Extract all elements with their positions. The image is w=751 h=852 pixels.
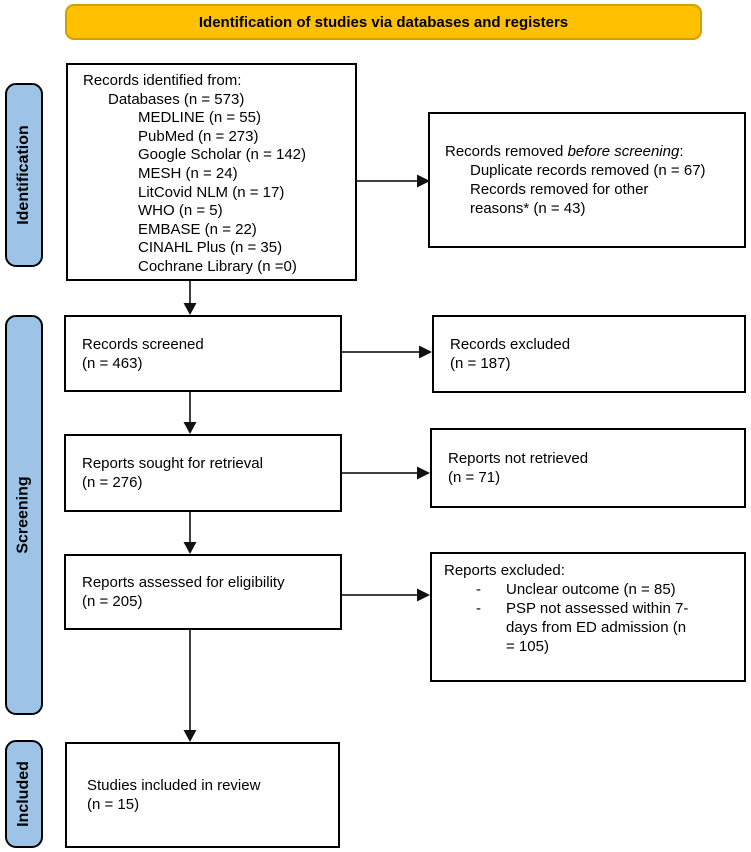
reports-excluded-item: - Unclear outcome (n = 85) [476, 580, 738, 599]
arrow-sought-to-not-retrieved [342, 466, 430, 480]
bullet-dash: - [476, 600, 481, 617]
reports-excluded-item-text: PSP not assessed within 7-days from ED a… [506, 600, 689, 655]
records-identified-line: Cochrane Library (n =0) [138, 257, 297, 275]
box-reports-assessed: Reports assessed for eligibility (n = 20… [64, 554, 342, 630]
reports-sought-label: Reports sought for retrieval [82, 455, 263, 472]
box-records-identified: Records identified from: Databases (n = … [66, 63, 357, 281]
studies-included-count: (n = 15) [87, 796, 140, 813]
arrow-assessed-to-reports-excluded [342, 588, 430, 602]
box-records-removed: Records removed before screening: Duplic… [428, 112, 746, 248]
records-removed-line: Duplicate records removed (n = 67) [470, 162, 706, 179]
records-screened-count: (n = 463) [82, 354, 143, 372]
box-records-excluded: Records excluded (n = 187) [432, 315, 746, 393]
arrow-identified-to-removed [357, 174, 430, 188]
arrow-screened-to-excluded [342, 345, 432, 359]
reports-assessed-label: Reports assessed for eligibility [82, 574, 285, 591]
records-identified-line: MEDLINE (n = 55) [138, 109, 261, 127]
records-identified-line: WHO (n = 5) [138, 202, 223, 220]
reports-excluded-item: - PSP not assessed within 7-days from ED… [476, 599, 738, 656]
records-identified-line: Databases (n = 573) [108, 90, 245, 108]
arrow-screened-to-sought [183, 392, 197, 434]
reports-not-retrieved-count: (n = 71) [448, 469, 501, 486]
box-reports-not-retrieved: Reports not retrieved (n = 71) [430, 428, 746, 508]
arrow-sought-to-assessed [183, 512, 197, 554]
reports-sought-count: (n = 276) [82, 474, 143, 491]
records-removed-line: reasons* (n = 43) [470, 200, 586, 217]
box-records-screened: Records screened (n = 463) [64, 315, 342, 392]
arrow-identified-to-screened [183, 281, 197, 315]
studies-included-label: Studies included in review [87, 777, 261, 794]
records-excluded-count: (n = 187) [450, 355, 511, 372]
bullet-dash: - [476, 581, 481, 598]
records-identified-line: Google Scholar (n = 142) [138, 146, 307, 164]
records-identified-line: LitCovid NLM (n = 17) [138, 183, 285, 201]
stage-label-included: Included [15, 761, 32, 827]
records-removed-line: Records removed for other [470, 181, 649, 198]
reports-not-retrieved-label: Reports not retrieved [448, 450, 589, 467]
diagram-title: Identification of studies via databases … [198, 13, 569, 31]
records-identified-line: Records identified from: [83, 72, 242, 89]
arrow-assessed-to-included [183, 630, 197, 742]
reports-excluded-title: Reports excluded: [444, 562, 565, 579]
stage-label-identification: Identification [15, 125, 32, 225]
records-identified-line: MESH (n = 24) [138, 164, 238, 182]
records-removed-title: Records removed before screening: [445, 142, 744, 161]
diagram-header-banner: Identification of studies via databases … [65, 4, 702, 40]
reports-assessed-count: (n = 205) [82, 593, 143, 610]
box-reports-excluded-reasons: Reports excluded: - Unclear outcome (n =… [430, 552, 746, 682]
records-identified-line: EMBASE (n = 22) [138, 220, 257, 238]
reports-excluded-item-text: Unclear outcome (n = 85) [506, 581, 676, 598]
records-screened-label: Records screened [82, 335, 204, 353]
stage-label-screening: Screening [15, 476, 33, 554]
records-removed-title-suffix: : [679, 143, 684, 160]
records-excluded-label: Records excluded [450, 336, 571, 353]
records-identified-line: CINAHL Plus (n = 35) [138, 239, 283, 257]
box-reports-sought: Reports sought for retrieval (n = 276) [64, 434, 342, 512]
records-identified-line: PubMed (n = 273) [138, 127, 259, 145]
box-studies-included: Studies included in review (n = 15) [65, 742, 340, 848]
records-removed-title-prefix: Records removed [445, 143, 568, 160]
records-removed-title-italic: before screening [567, 143, 680, 160]
stage-bar-screening: Screening [5, 315, 43, 715]
stage-bar-identification: Identification [5, 83, 43, 267]
stage-bar-included: Included [5, 740, 43, 848]
